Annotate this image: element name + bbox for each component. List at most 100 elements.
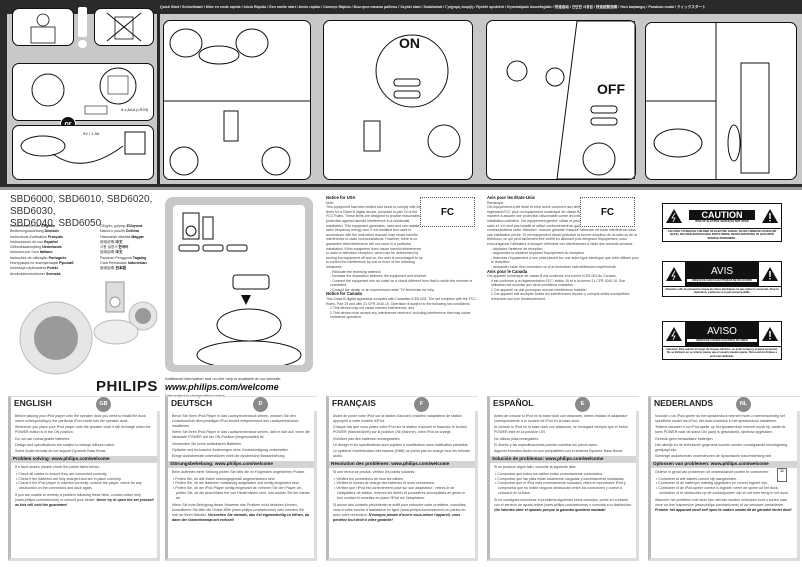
problem-item: • Check if the iPod player is inserted c… <box>16 481 142 491</box>
notice-bullet: Il est conforme à la réglementation FCC,… <box>491 278 626 288</box>
language-header-box <box>165 396 317 411</box>
manual-language-item: 使用說明 日本語 <box>100 266 127 271</box>
problem-item: • Vérifiez les connexions de tous les câ… <box>334 476 404 481</box>
off-label: OFF <box>597 81 625 97</box>
manual-language-item: Panduan Pengguna Tagalog <box>100 255 147 260</box>
manual-language-item: Οδηγίες χρήσης Ελληνικά <box>100 224 143 228</box>
problem-closing: Si aucun des conseils précédents ne suff… <box>333 503 467 522</box>
instruction-paragraph: Before placing your iPod player onto the… <box>15 414 146 423</box>
power-label: 9V / 1.5A <box>83 131 100 136</box>
manual-language-item: Istruzioni per l'uso Italiano <box>10 250 53 255</box>
instruction-paragraph: Algunos formatos Audio no son compatible… <box>494 449 624 454</box>
adapter-connect-icon <box>20 131 146 164</box>
language-section-deutsch: Bevor Sie Ihren iPod-Player in das Lauts… <box>165 411 317 561</box>
problem-item: • Vérifiez le niveau de charge des batte… <box>334 481 436 486</box>
problem-item: • Check if the batteries are fully charg… <box>16 476 122 481</box>
problem-item: • Comprobar que las pilas están totalmen… <box>495 476 625 481</box>
additional-info: Additional information and on-line help … <box>165 376 282 381</box>
language-header-box <box>8 396 160 411</box>
language-badge: D <box>253 397 268 412</box>
power-adapter-panel: 9V / 1.5A <box>12 125 154 180</box>
language-section-english: Before placing your iPod player onto the… <box>8 411 160 561</box>
language-header-box <box>648 396 800 411</box>
fcc-logo: FC <box>420 197 475 227</box>
battery-install-icon <box>31 67 137 115</box>
instruction-paragraph: Do not use rechargeable batteries. <box>15 436 71 441</box>
website-link[interactable]: www.philips.com/welcome <box>165 382 279 392</box>
on-label: ON <box>399 35 420 51</box>
instruction-paragraph: Einige Audioformate unterstützen nicht d… <box>172 454 286 459</box>
manual-language-item: 使用说明 中文 <box>100 239 123 244</box>
manual-language-item: Bedienungsanleitung Deutsch <box>10 229 59 234</box>
instruction-paragraph: Antes de colocar tu iPod en la base dock… <box>494 414 628 423</box>
notice-bullet: 2 Cet appareil doit accepter toutes les … <box>491 292 630 302</box>
guarantee-warning: N'essayez jamais d'ouvrir vous-même l'ap… <box>333 512 461 522</box>
notice-bullet: 1 Cet appareil ne doit provoquer aucune … <box>491 287 587 292</box>
notice-usa: Notice for USA Note This equipment has b… <box>326 195 478 320</box>
manual-language-item: Cara Pemakaian Indonesian <box>100 261 147 266</box>
philips-logo: PHILIPS <box>96 378 158 395</box>
language-section-español: Antes de colocar tu iPod en la base dock… <box>487 411 639 561</box>
instruction-paragraph: Chaque fois que vous posez votre iPod su… <box>333 425 467 435</box>
language-header-box <box>326 396 478 411</box>
language-section-français: Avant de poser votre iPod sur la station… <box>326 411 478 561</box>
problem-intro: If a fault occurs, please check the poin… <box>15 465 100 470</box>
problem-intro: Gelieve in geval van problemen de onders… <box>655 470 770 475</box>
instruction-paragraph: Verwenden Sie keine aufladbaren Batterie… <box>172 441 243 446</box>
manual-language-item: Användarinstruktioner Svenska <box>10 271 61 276</box>
warning-exclamation-dot <box>78 40 87 48</box>
language-heading: ENGLISH <box>14 398 52 408</box>
instruction-paragraph: Telkens wanneer u uw iPod-speler op het … <box>655 425 786 435</box>
language-badge: F <box>414 397 429 412</box>
problem-item: • Vérifiez que l'iPod est correctement p… <box>334 486 466 501</box>
step-connect-speakers <box>163 20 311 180</box>
notice-bullet: - Consult the dealer or an experienced r… <box>330 287 435 292</box>
notice-bullet: 2 This device must accept any interferen… <box>330 310 471 320</box>
instruction-paragraph: Design and specifications are subject to… <box>15 443 116 448</box>
problem-item: • Prüfen Sie, ob alle Kabel ordnungsgemä… <box>173 476 276 481</box>
problem-intro: Si se produce algún fallo, consulte la s… <box>494 465 577 470</box>
manual-language-item: Návod k použití Čeština <box>100 229 139 234</box>
manual-language-item: Gebruiksaanwijzing Nederlands <box>10 245 62 250</box>
speaker-dock-setup-icon <box>164 28 310 176</box>
instruction-paragraph: Bevor Sie Ihren iPod-Player in das Lauts… <box>172 414 299 428</box>
language-heading: ESPAÑOL <box>493 398 534 408</box>
power-off-party-icon <box>506 20 636 180</box>
instruction-paragraph: Wenn Sie Ihren iPod-Player in das Lautsp… <box>172 430 310 440</box>
problem-item: • Controleer of de batterijen volledig o… <box>656 481 768 486</box>
person-reading-icon <box>30 13 56 44</box>
instruction-paragraph: Whenever you place your iPod player onto… <box>15 425 151 435</box>
problem-closing: Si no consigues solucionar el problema s… <box>494 498 633 512</box>
quick-start-title: Quick Start / Schnellstart / Mise en rou… <box>160 5 706 9</box>
problem-closing: Wenn Sie trotz Befolgung dieser Hinweise… <box>172 503 310 522</box>
manual-language-item: Instructions for use English <box>10 224 55 228</box>
notice-france: Avis pour les États-Unis Remarque Cet éq… <box>487 195 639 302</box>
notice-bullet: - demander l'aide d'un revendeur ou d'un… <box>491 264 617 269</box>
problem-item: • Comprobar que el iPod está correctamen… <box>495 481 626 496</box>
language-badge: GB <box>96 397 111 412</box>
problem-intro: Beim Auftreten einer Störung prüfen Sie … <box>172 470 306 475</box>
instruction-paragraph: Some Audio formats do not support Dynami… <box>15 449 106 454</box>
model-numbers: SBD6000, SBD6010, SBD6020, SBD6030, SBD6… <box>10 194 153 229</box>
instruction-paragraph: Le design et les spécifications sont suj… <box>333 443 469 448</box>
problem-item: • Prüfen Sie, ob die Batterien vollständ… <box>173 481 300 486</box>
instruction-paragraph: N'utilisez pas des batteries rechargeabl… <box>333 436 401 441</box>
manual-language-item: Instruções de utilização Português <box>10 255 67 260</box>
step-power-on: ON <box>323 20 473 180</box>
problem-closing: Wanneer het probleem met deze tips niet … <box>655 498 792 512</box>
notice-bullet: - déplacez l'antenne de réception. <box>491 246 544 251</box>
manual-language-item: 사용 설명서 한국어 <box>100 245 129 250</box>
language-heading: DEUTSCH <box>171 398 213 408</box>
step-carry-case <box>645 22 797 180</box>
problem-closing: If you are unable to remedy a problem fo… <box>15 493 154 508</box>
guarantee-warning: Probeer het apparaat nooit zelf open te … <box>655 508 792 512</box>
instruction-paragraph: Het uiterlijk en de technische gegevens … <box>655 443 788 452</box>
guarantee-warning: Never try to open the set yourself as th… <box>15 498 154 508</box>
guarantee-warning: Versuchen Sie niemals, das Set eigenmäch… <box>172 512 310 522</box>
notice-bullet: 1 This device may not cause harmful inte… <box>330 306 415 311</box>
problem-solving-heading: Störungsbehebung: www.philips.com/welcom… <box>168 461 314 469</box>
